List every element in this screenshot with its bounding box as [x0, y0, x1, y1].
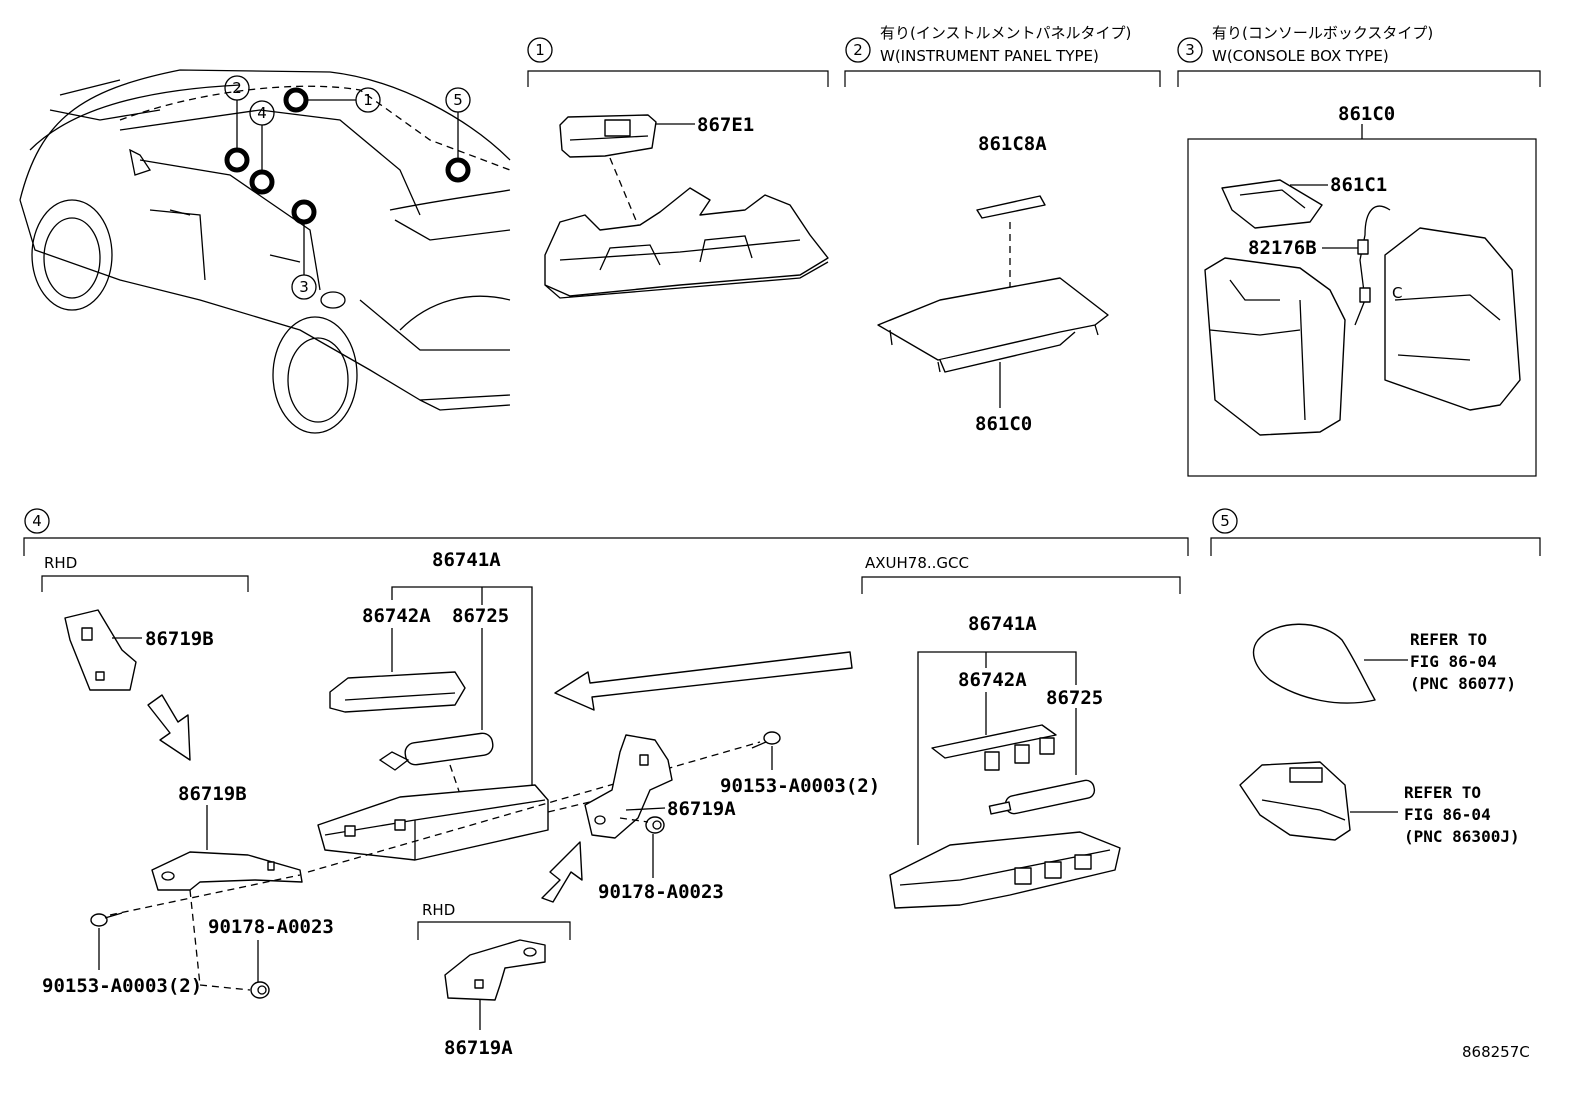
- overhead-console: [544, 187, 829, 299]
- label-86719B-top: 86719B: [145, 628, 214, 650]
- section-marker-1: 1: [527, 37, 553, 63]
- part-86719B-rhd-bracket: [64, 609, 137, 691]
- part-861C8A-pad: [976, 195, 1046, 219]
- part-861C0-charger: [877, 277, 1109, 373]
- svg-text:2: 2: [853, 41, 863, 59]
- section-marker-3: 3: [1177, 37, 1203, 63]
- location-marker-5: [445, 157, 471, 183]
- section-marker-4: 4: [24, 508, 50, 534]
- variant-label: AXUH78..GCC: [865, 554, 969, 572]
- section-3-assembly-box: [1187, 138, 1537, 477]
- label-86741A-alt: 86741A: [968, 613, 1037, 635]
- refer-1-line-2: FIG 86-04: [1410, 652, 1497, 671]
- console-housing-right: C: [1384, 227, 1521, 411]
- section-4: 4 RHD 86719B 86719B 90153-A0003(2) 90: [23, 508, 1189, 1059]
- svg-text:4: 4: [257, 104, 267, 122]
- section-marker-5: 5: [1212, 508, 1238, 534]
- label-86719B: 86719B: [178, 783, 247, 805]
- vehicle-overview: 1 2 4 3 5: [19, 69, 511, 434]
- refer-1-line-1: REFER TO: [1410, 630, 1487, 649]
- overview-callout-2: 2: [224, 75, 250, 101]
- label-86725-alt: 86725: [1046, 687, 1103, 709]
- label-86719A-rhd: 86719A: [444, 1037, 513, 1059]
- section-3: 有り(コンソールボックスタイプ) 3 W(CONSOLE BOX TYPE) 8…: [1177, 24, 1541, 477]
- svg-text:3: 3: [1185, 41, 1195, 59]
- part-86719B-bracket: [151, 851, 303, 891]
- section-3-jp-title: 有り(コンソールボックスタイプ): [1212, 24, 1433, 42]
- refer-2-line-1: REFER TO: [1404, 783, 1481, 802]
- svg-text:3: 3: [299, 278, 309, 296]
- label-90178-left: 90178-A0023: [208, 916, 334, 938]
- svg-text:5: 5: [453, 91, 463, 109]
- location-marker-4: [249, 169, 275, 195]
- rhd-label-bottom: RHD: [422, 901, 455, 919]
- part-86725-battery: [378, 732, 494, 771]
- label-90153-left: 90153-A0003(2): [42, 975, 202, 997]
- section-marker-2: 2: [845, 37, 871, 63]
- arrow-up-right: [541, 841, 583, 903]
- overview-callout-3: 3: [291, 274, 317, 300]
- part-86719A-bracket: [584, 734, 673, 839]
- location-marker-2: [224, 147, 250, 173]
- section-1: 1 867E1: [527, 37, 829, 299]
- refer-2-line-3: (PNC 86300J): [1404, 827, 1520, 846]
- part-86725-alt-battery: [988, 779, 1096, 815]
- svg-text:C: C: [1392, 284, 1402, 302]
- label-86725: 86725: [452, 605, 509, 627]
- part-867E1-module: [559, 114, 657, 158]
- overview-callout-4: 4: [249, 100, 275, 126]
- part-86741A-alt-module: [889, 831, 1121, 909]
- label-86742A: 86742A: [362, 605, 431, 627]
- shark-fin-antenna: [1252, 623, 1376, 704]
- svg-text:5: 5: [1220, 512, 1230, 530]
- section-2: 有り(インストルメントパネルタイプ) 2 W(INSTRUMENT PANEL …: [844, 24, 1161, 435]
- part-90153-screw-left: [90, 912, 123, 927]
- part-86741A-module: [317, 784, 549, 861]
- label-861C0-instrument: 861C0: [975, 413, 1032, 435]
- label-861C8A: 861C8A: [978, 133, 1047, 155]
- rhd-label-top: RHD: [44, 554, 77, 572]
- overview-callout-1: 1: [355, 87, 381, 113]
- figure-code: 868257C: [1462, 1043, 1530, 1061]
- part-90178-nut-left: [250, 981, 270, 999]
- svg-text:2: 2: [232, 79, 242, 97]
- section-3-en-title: W(CONSOLE BOX TYPE): [1212, 47, 1389, 65]
- section-2-en-title: W(INSTRUMENT PANEL TYPE): [880, 47, 1099, 65]
- arrow-down-right: [147, 694, 191, 761]
- part-86719A-rhd-bracket: [444, 939, 546, 1001]
- section-5: 5 REFER TO FIG 86-04 (PNC 86077) REFER T…: [1210, 508, 1541, 846]
- label-90178-right: 90178-A0023: [598, 881, 724, 903]
- part-82176B-cable: [1354, 205, 1391, 326]
- label-90153-right: 90153-A0003(2): [720, 775, 880, 797]
- part-90153-screw-right: [751, 731, 781, 749]
- arrow-left-large: [554, 651, 853, 711]
- refer-1-line-3: (PNC 86077): [1410, 674, 1516, 693]
- label-861C1: 861C1: [1330, 174, 1387, 196]
- part-90178-nut-right: [645, 816, 665, 834]
- part-86742A-cover: [329, 671, 466, 713]
- label-86719A: 86719A: [667, 798, 736, 820]
- label-867E1: 867E1: [697, 114, 754, 136]
- location-marker-3: [291, 199, 317, 225]
- label-86742A-alt: 86742A: [958, 669, 1027, 691]
- location-marker-1: [283, 87, 309, 113]
- part-86742A-alt-cover: [931, 724, 1057, 771]
- svg-text:4: 4: [32, 512, 42, 530]
- label-861C0-console: 861C0: [1338, 103, 1395, 125]
- section-2-jp-title: 有り(インストルメントパネルタイプ): [880, 24, 1131, 42]
- svg-text:1: 1: [363, 91, 373, 109]
- camera-module: [1239, 761, 1351, 841]
- console-housing-left: [1204, 257, 1346, 436]
- overview-callout-5: 5: [445, 87, 471, 113]
- label-86741A: 86741A: [432, 549, 501, 571]
- label-82176B: 82176B: [1248, 237, 1317, 259]
- svg-text:1: 1: [535, 41, 545, 59]
- part-861C1-tray: [1221, 179, 1323, 229]
- refer-2-line-2: FIG 86-04: [1404, 805, 1491, 824]
